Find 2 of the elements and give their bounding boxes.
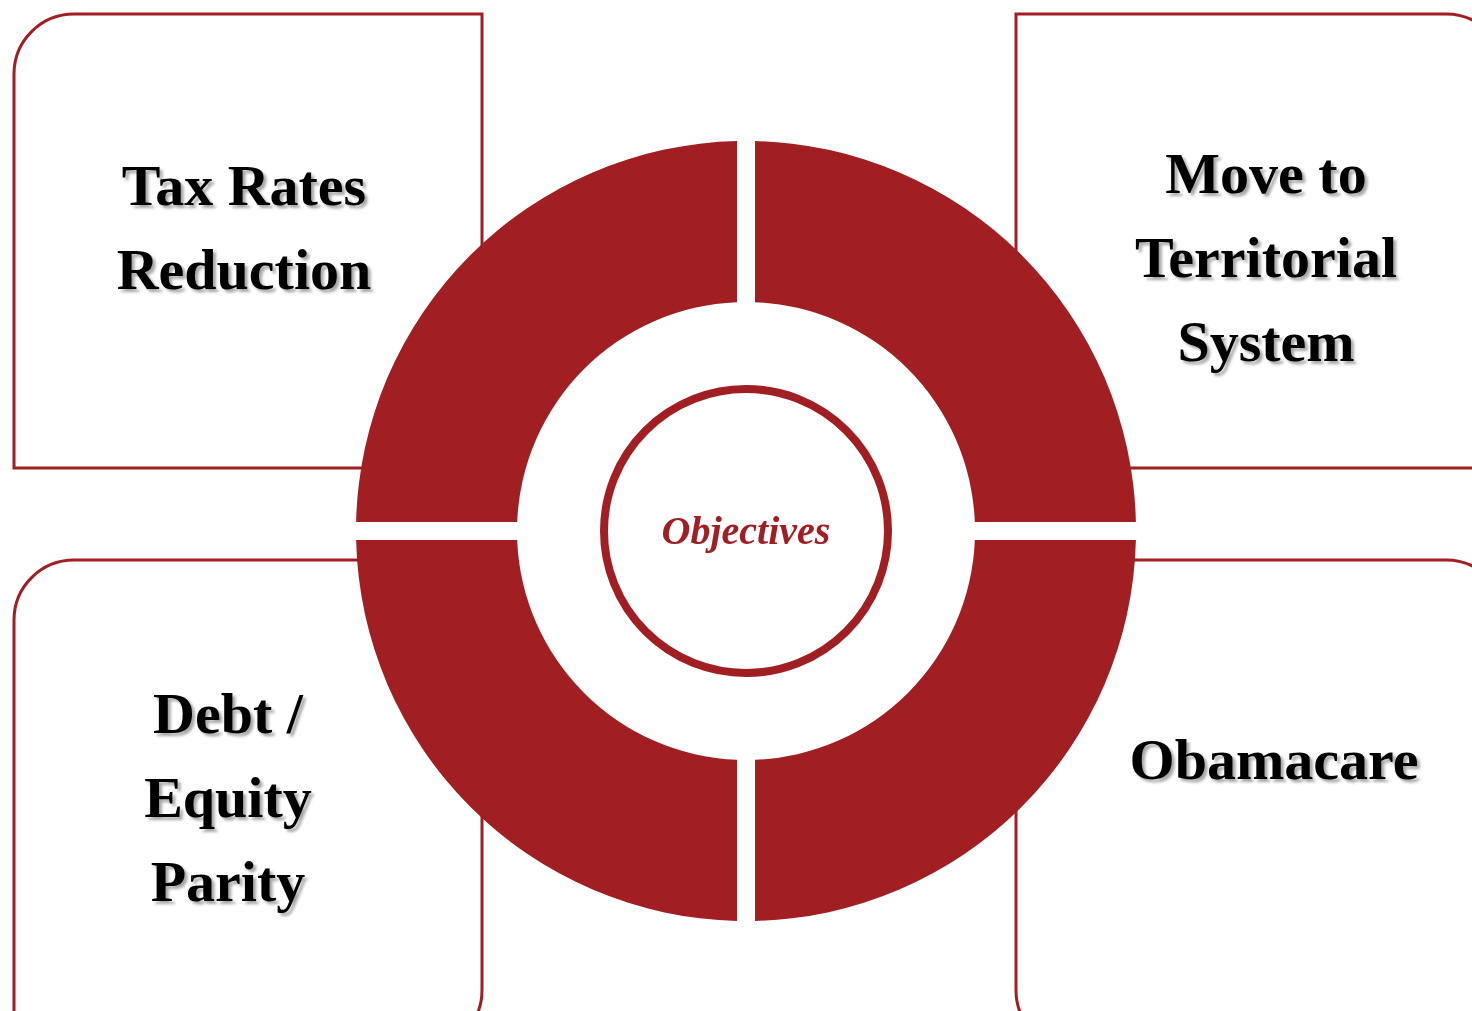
box-title: Obamacare <box>1076 718 1472 802</box>
center-title: Objectives <box>661 507 831 555</box>
